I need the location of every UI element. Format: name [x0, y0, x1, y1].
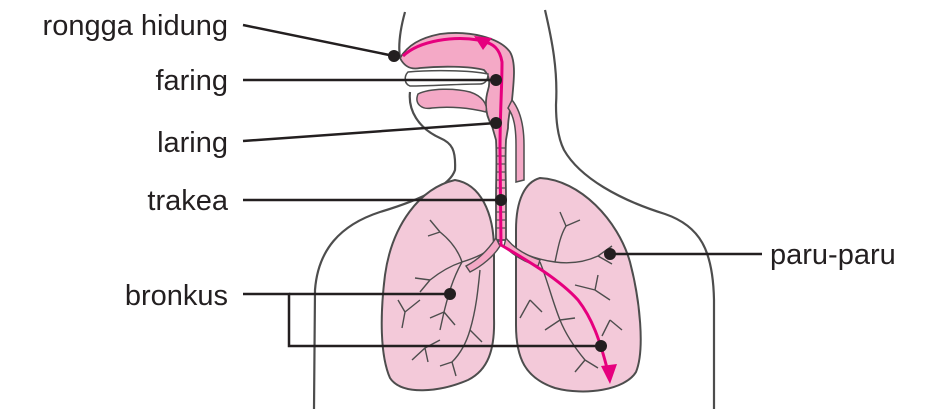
- dot-faring: [490, 74, 502, 86]
- label-laring: laring: [157, 127, 228, 159]
- dot-bronkus-lower: [595, 340, 607, 352]
- leader-rongga-hidung: [243, 25, 394, 56]
- label-paru-paru: paru-paru: [770, 239, 896, 271]
- label-faring: faring: [155, 65, 228, 97]
- dot-bronkus-upper: [444, 288, 456, 300]
- leader-laring: [243, 123, 496, 141]
- dot-laring: [490, 117, 502, 129]
- mouth-tongue: [417, 89, 486, 112]
- dot-rongga-hidung: [388, 50, 400, 62]
- label-rongga-hidung: rongga hidung: [43, 10, 228, 42]
- right-lung: [516, 178, 641, 391]
- oesophagus: [508, 100, 524, 182]
- label-bronkus: bronkus: [125, 280, 228, 312]
- dot-trakea: [495, 194, 507, 206]
- label-trakea: trakea: [147, 185, 228, 217]
- left-lung: [382, 180, 494, 390]
- dot-paru-paru: [604, 248, 616, 260]
- palate: [405, 71, 488, 86]
